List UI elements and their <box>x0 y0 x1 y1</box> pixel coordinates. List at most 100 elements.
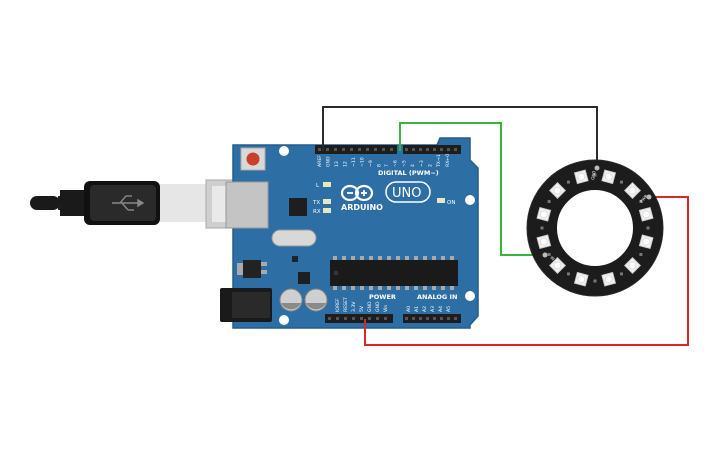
digital-pin-hole[interactable] <box>382 148 385 151</box>
digital-pin-label: 8 <box>377 164 383 167</box>
power-header[interactable] <box>325 314 393 323</box>
analog-header[interactable] <box>403 314 461 323</box>
l-led <box>323 182 331 187</box>
l-label: L <box>316 183 320 189</box>
logo-text: ARDUINO <box>341 203 383 212</box>
digital-pin-hole[interactable] <box>350 148 353 151</box>
digital-pin-label: ~11 <box>351 157 357 167</box>
analog-pin-label: A1 <box>414 306 420 312</box>
neopixel-led <box>624 182 641 199</box>
power-pin-hole[interactable] <box>328 317 331 320</box>
neopixel-led <box>573 169 589 185</box>
analog-pin-hole[interactable] <box>412 317 415 320</box>
digital-pin-hole[interactable] <box>412 148 415 151</box>
arduino-uno-board[interactable]: L TX RX ON ARDUINO UNO <box>220 137 479 329</box>
crystal-oscillator <box>271 229 317 247</box>
neopixel-ring[interactable]: GND PWR IN <box>526 159 664 297</box>
neopixel-led <box>536 234 552 250</box>
power-wire[interactable] <box>364 196 689 346</box>
digital-pin-hole[interactable] <box>454 148 457 151</box>
gnd-wire[interactable] <box>322 106 598 168</box>
digital-pin-hole[interactable] <box>433 148 436 151</box>
analog-pin-hole[interactable] <box>419 317 422 320</box>
digital-pin-label: 4 <box>410 164 416 167</box>
analog-pin-label: A4 <box>438 306 444 312</box>
chip-pin <box>342 286 346 290</box>
chip-pin <box>360 286 364 290</box>
analog-header-label: ANALOG IN <box>417 293 457 301</box>
ring-in-pad[interactable] <box>542 252 548 258</box>
tx-label: TX <box>312 200 320 206</box>
tx-led <box>323 199 331 204</box>
usb-icon <box>112 195 145 211</box>
analog-pin-hole[interactable] <box>454 317 457 320</box>
power-pin-hole[interactable] <box>344 317 347 320</box>
digital-pin-hole[interactable] <box>358 148 361 151</box>
atmega-chip <box>330 256 458 290</box>
digital-header[interactable] <box>315 145 461 154</box>
chip-pin <box>450 286 454 290</box>
digital-pin-label: RX←0 <box>445 154 451 167</box>
power-pin-hole[interactable] <box>376 317 379 320</box>
digital-pin-hole[interactable] <box>447 148 450 151</box>
chip-pin <box>369 286 373 290</box>
analog-pin-label: A3 <box>430 306 436 312</box>
mounting-hole <box>279 315 289 325</box>
ring-gnd-pad[interactable] <box>594 165 600 171</box>
chip-pin <box>333 286 337 290</box>
chip-pin <box>441 256 445 260</box>
analog-pin-hole[interactable] <box>440 317 443 320</box>
mounting-hole <box>279 146 289 156</box>
digital-pin-hole[interactable] <box>374 148 377 151</box>
power-pin-label: GND <box>367 301 373 312</box>
digital-pin-label: ~6 <box>393 160 399 167</box>
analog-pin-hole[interactable] <box>433 317 436 320</box>
digital-pin-label: 7 <box>384 164 390 167</box>
capacitor <box>304 288 328 312</box>
ring-pwr-pad[interactable] <box>646 194 652 200</box>
digital-header-label: DIGITAL (PWM~) <box>378 169 439 177</box>
smd-component <box>292 256 298 262</box>
ring-solder-pad <box>567 272 570 276</box>
neopixel-led <box>536 206 552 222</box>
chip-pin <box>423 256 427 260</box>
digital-pin-label: GND <box>326 156 332 167</box>
digital-pin-label: 13 <box>334 161 340 167</box>
analog-pin-hole[interactable] <box>426 317 429 320</box>
digital-pin-hole[interactable] <box>440 148 443 151</box>
chip-pin <box>432 286 436 290</box>
digital-pin-hole[interactable] <box>318 148 321 151</box>
power-pin-hole[interactable] <box>352 317 355 320</box>
power-pin-hole[interactable] <box>368 317 371 320</box>
chip-pin <box>414 256 418 260</box>
data-wire[interactable] <box>399 122 545 256</box>
digital-pin-hole[interactable] <box>342 148 345 151</box>
ring-solder-pad <box>620 180 623 184</box>
digital-pin-hole[interactable] <box>419 148 422 151</box>
neopixel-led <box>549 182 566 199</box>
neopixel-led <box>638 206 654 222</box>
digital-pin-hole[interactable] <box>390 148 393 151</box>
ring-solder-pad <box>593 279 597 283</box>
neopixel-led <box>638 234 654 250</box>
chip-pin <box>387 286 391 290</box>
digital-pin-hole[interactable] <box>326 148 329 151</box>
neopixel-led <box>549 257 566 274</box>
digital-pin-hole[interactable] <box>426 148 429 151</box>
power-pin-hole[interactable] <box>336 317 339 320</box>
reset-button[interactable] <box>240 147 266 171</box>
analog-pin-hole[interactable] <box>405 317 408 320</box>
power-jack[interactable] <box>220 288 272 322</box>
digital-pin-label: 12 <box>343 161 349 167</box>
power-pin-hole[interactable] <box>360 317 363 320</box>
power-header-label: POWER <box>369 293 396 301</box>
analog-pin-hole[interactable] <box>447 317 450 320</box>
power-pin-hole[interactable] <box>384 317 387 320</box>
digital-pin-hole[interactable] <box>334 148 337 151</box>
ring-solder-pad <box>547 200 551 203</box>
digital-pin-hole[interactable] <box>366 148 369 151</box>
digital-pin-hole[interactable] <box>405 148 408 151</box>
ring-label-gnd: GND <box>590 170 597 180</box>
